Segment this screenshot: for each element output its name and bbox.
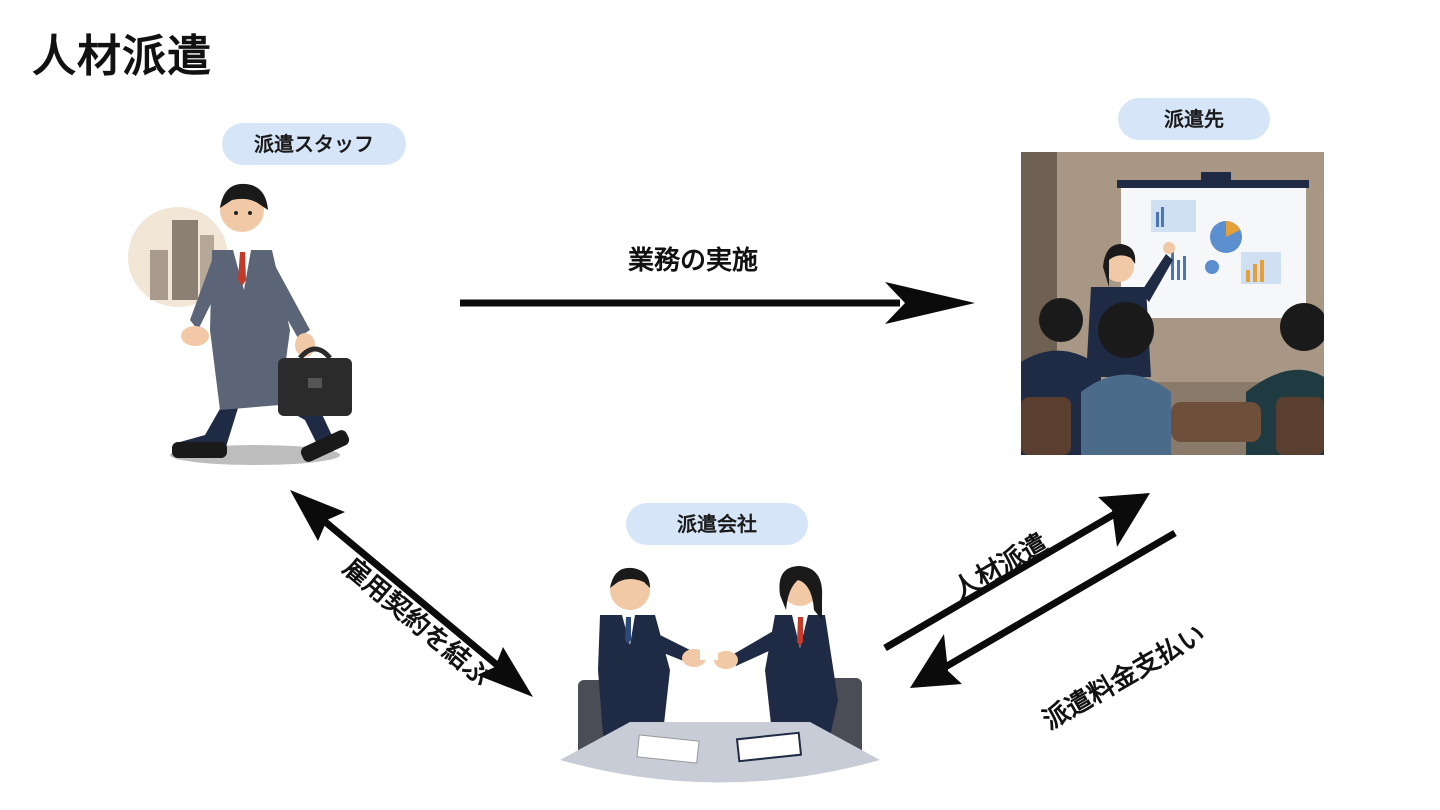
staff-illustration	[128, 183, 352, 465]
work-label: 業務の実施	[628, 246, 759, 276]
payment-arrow	[910, 529, 1177, 688]
staff-node-label: 派遣スタッフ	[222, 123, 406, 165]
work-arrow	[460, 282, 975, 324]
client-illustration	[1021, 152, 1324, 455]
agency-illustration	[560, 566, 880, 783]
contract-arrow	[290, 490, 533, 697]
page-title: 人材派遣	[32, 31, 212, 82]
agency-node-label: 派遣会社	[626, 503, 808, 545]
dispatch-arrow	[883, 493, 1150, 652]
client-node-label: 派遣先	[1118, 98, 1270, 140]
